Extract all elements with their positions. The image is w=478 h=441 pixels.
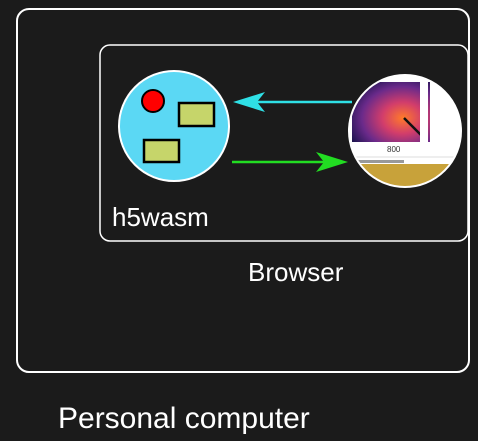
browser-label: Browser [248,257,344,287]
app-node-icon [118,70,230,182]
app-label: h5wasm [112,202,209,232]
arrow-to-browser [232,152,348,172]
browser-frame [99,44,469,242]
browser-view-icon: 800 [348,74,462,188]
arrow-to-app [233,92,352,112]
personal-computer-label: Personal computer [58,402,310,435]
personal-computer-frame [16,8,470,373]
thumbnail-tick-label: 800 [387,145,401,154]
